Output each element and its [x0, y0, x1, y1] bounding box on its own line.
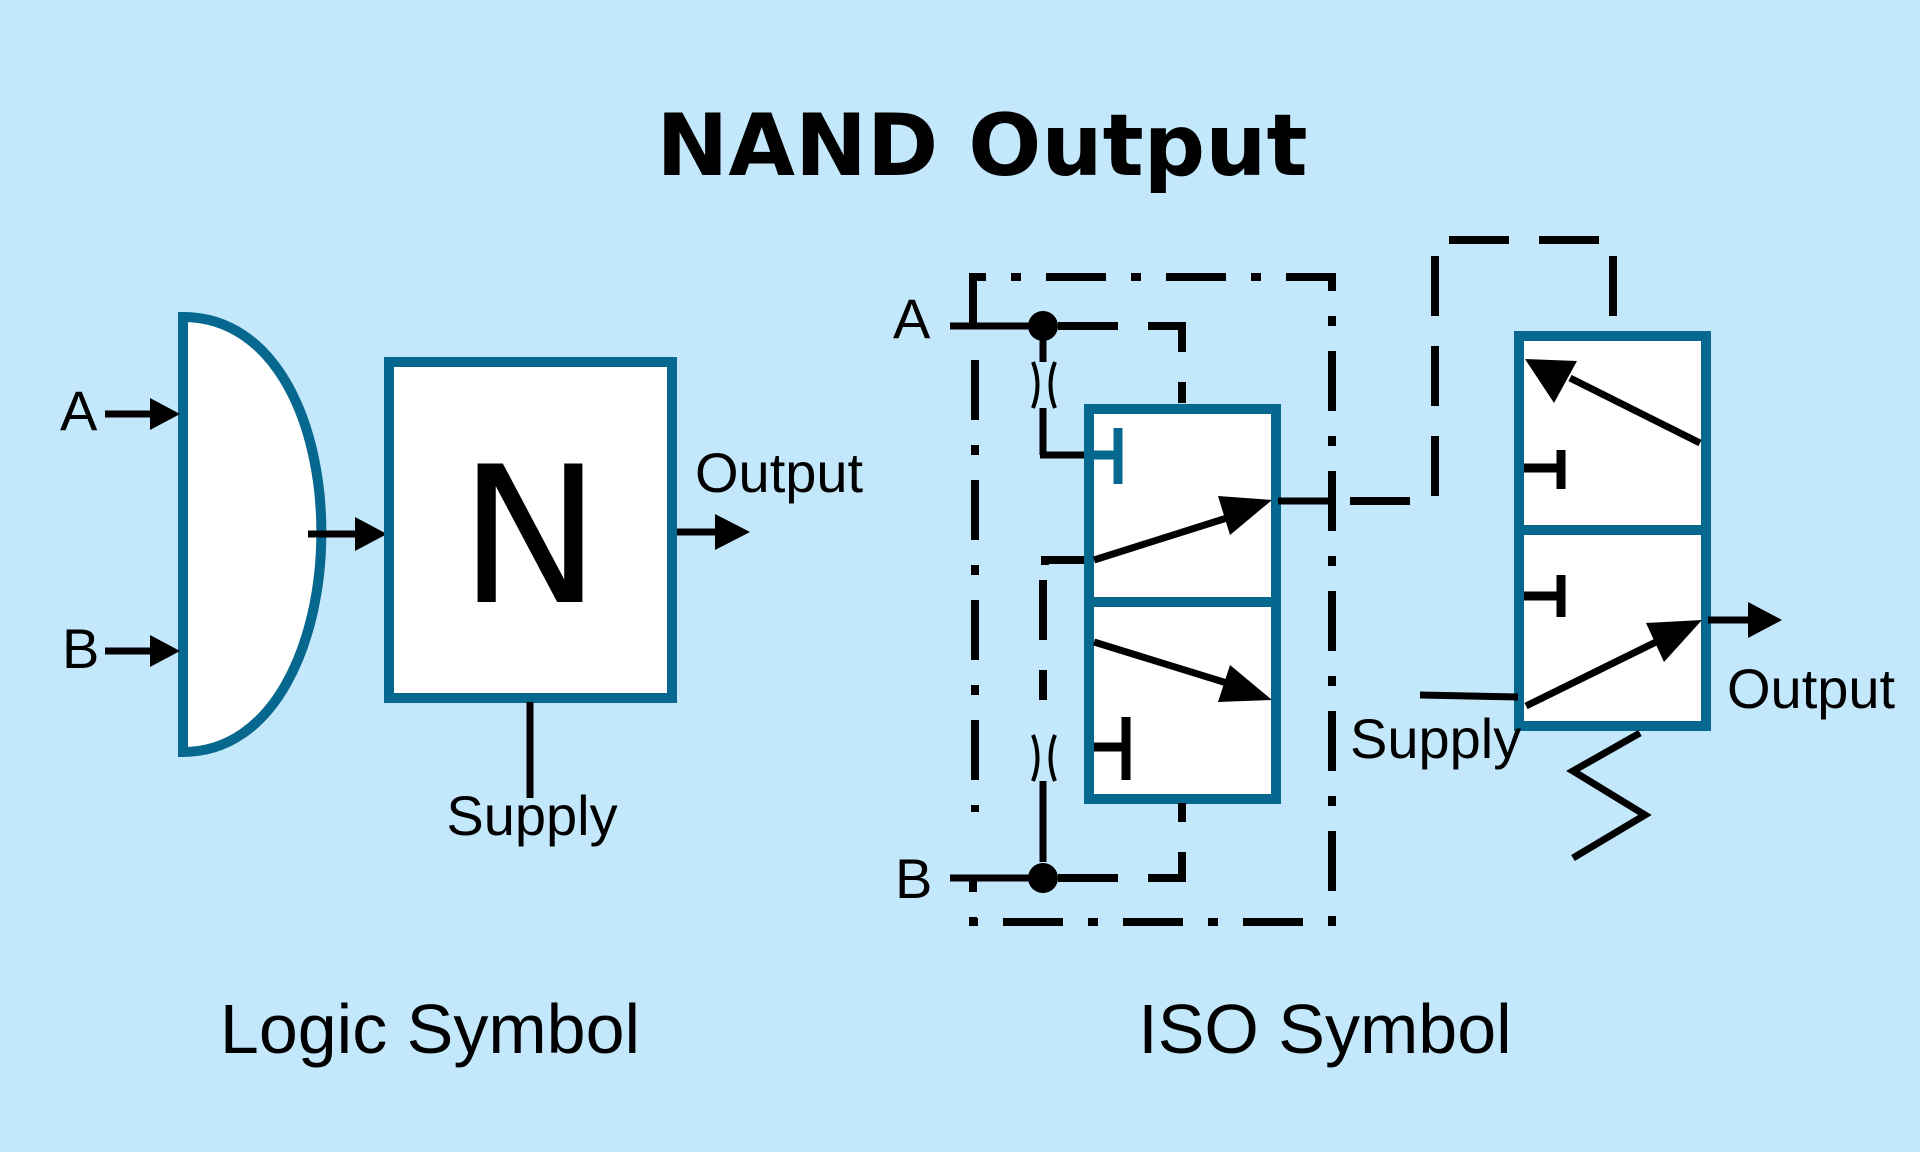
return-spring: [1566, 729, 1652, 862]
right-valve-top-arrow-line: [1568, 374, 1702, 447]
n-box: [384, 357, 677, 703]
left-valve-top-arrow-line: [1092, 513, 1232, 564]
logic-symbol: A B N Output Supply Logic Symbol: [60, 311, 864, 1068]
n-letter: N: [459, 426, 601, 647]
iso-input-a-dashed-pilot: [1058, 322, 1186, 403]
iso-input-b-node: [1028, 863, 1058, 893]
restrictor-a: [1031, 361, 1057, 409]
iso-output-arrow: [1748, 602, 1782, 638]
left-valve-top-arrow-head: [1218, 496, 1272, 535]
left-valve-dashed-pilot: [1041, 556, 1084, 565]
logic-input-a-label: A: [60, 379, 98, 442]
gate-to-n-arrow: [355, 517, 387, 551]
iso-input-b-label: B: [895, 847, 932, 910]
left-valve-block-t: [1094, 717, 1131, 780]
right-valve-bottom-arrow-line: [1524, 636, 1662, 710]
and-gate: [178, 311, 327, 758]
iso-input-a-node: [1028, 311, 1058, 341]
logic-symbol-caption: Logic Symbol: [220, 990, 640, 1068]
right-valve-bottom-arrow-head: [1646, 620, 1702, 662]
iso-supply-label: Supply: [1350, 707, 1521, 770]
logic-output-arrow: [715, 514, 750, 550]
iso-input-a-label: A: [893, 287, 931, 350]
logic-supply-label: Supply: [446, 784, 617, 847]
restrictor-b: [1031, 734, 1057, 782]
valve-interconnect-dashed: [1350, 236, 1617, 505]
right-valve-top-block-t: [1524, 450, 1566, 489]
left-valve-bottom-arrow-head: [1218, 665, 1272, 702]
logic-input-b-arrow: [150, 635, 180, 667]
iso-supply-wire: [1419, 691, 1519, 701]
logic-output-label: Output: [695, 441, 864, 504]
logic-input-a-arrow: [150, 398, 180, 430]
iso-output-label: Output: [1727, 657, 1896, 720]
right-valve-bottom-block-t: [1524, 575, 1566, 617]
iso-input-b-dashed-pilot: [1058, 803, 1186, 882]
iso-enclosure: [969, 273, 1336, 926]
right-valve-top-arrow-head: [1525, 359, 1577, 403]
logic-input-b-label: B: [62, 617, 99, 680]
iso-symbol-caption: ISO Symbol: [1138, 990, 1511, 1068]
left-valve-pilot-t-top: [1092, 428, 1123, 484]
left-valve-bottom-arrow-line: [1092, 638, 1232, 688]
iso-symbol: A B: [893, 236, 1896, 1068]
page-title: NAND Output: [656, 96, 1307, 196]
